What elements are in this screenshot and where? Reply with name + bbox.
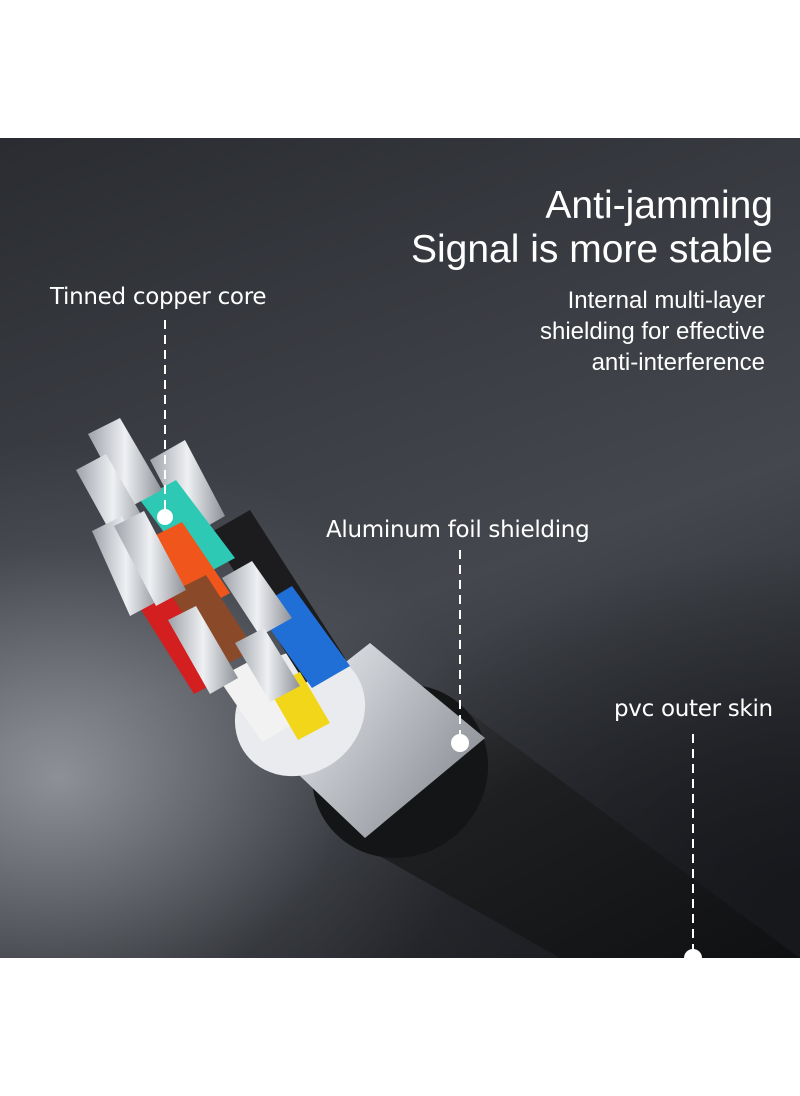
callout-label-core: Tinned copper core: [50, 284, 267, 310]
callout-label-foil: Aluminum foil shielding: [326, 517, 590, 543]
callout-leader-core: [157, 320, 173, 525]
wire-cyan: [88, 418, 235, 578]
subtitle-line-3: anti-interference: [591, 349, 765, 376]
wire-yellow: [235, 628, 330, 740]
headline-line-2: Signal is more stable: [410, 228, 773, 271]
wire-brown: [114, 511, 255, 668]
wire-blue: [222, 561, 350, 688]
headline-line-1: Anti-jamming: [545, 184, 773, 227]
callout-label-skin: pvc outer skin: [614, 696, 773, 722]
subtitle-line-1: Internal multi-layer: [567, 287, 765, 314]
cable-cross-section-illustration: [76, 320, 800, 958]
product-image-panel: Anti-jamming Signal is more stable Inter…: [0, 138, 800, 958]
callout-leader-skin: [684, 734, 702, 958]
subtitle-line-2: shielding for effective: [539, 318, 765, 345]
wire-white: [168, 606, 295, 742]
callout-leader-foil: [451, 550, 469, 752]
